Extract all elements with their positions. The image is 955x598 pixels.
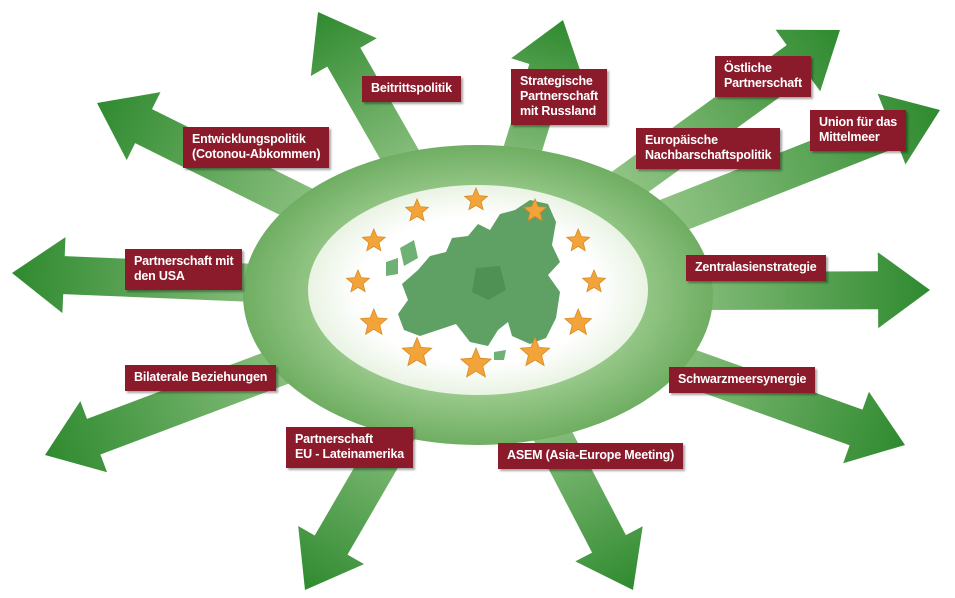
eu-star-circle — [345, 186, 607, 378]
eu-star-icon — [361, 227, 387, 252]
label-zentralasienstrategie: Zentralasienstrategie — [686, 255, 826, 281]
label-beitrittspolitik: Beitrittspolitik — [362, 76, 461, 102]
eu-star-icon — [581, 268, 607, 293]
eu-star-icon — [401, 336, 433, 367]
europe-map-icon — [386, 200, 560, 360]
eu-star-icon — [463, 186, 489, 211]
label-strategische-partnerschaft-russland: Strategische Partnerschaft mit Russland — [511, 69, 607, 125]
label-europaeische-nachbarschaftspolitik: Europäische Nachbarschaftspolitik — [636, 128, 781, 169]
eu-star-icon — [459, 346, 493, 378]
label-partnerschaft-eu-lateinamerika: Partnerschaft EU - Lateinamerika — [286, 427, 413, 468]
label-oestliche-partnerschaft: Östliche Partnerschaft — [715, 56, 811, 97]
eu-star-icon — [519, 336, 551, 367]
eu-star-icon — [345, 268, 371, 293]
label-partnerschaft-usa: Partnerschaft mit den USA — [125, 249, 243, 290]
label-entwicklungspolitik: Entwicklungspolitik (Cotonou-Abkommen) — [183, 127, 330, 168]
eu-star-icon — [565, 227, 591, 252]
label-union-fuer-das-mittelmeer: Union für das Mittelmeer — [810, 110, 906, 151]
eu-star-icon — [522, 197, 548, 222]
label-schwarzmeersynergie: Schwarzmeersynergie — [669, 367, 816, 393]
eu-star-icon — [359, 307, 389, 336]
label-bilaterale-beziehungen: Bilaterale Beziehungen — [125, 365, 277, 391]
eu-star-icon — [563, 307, 593, 336]
label-asem: ASEM (Asia-Europe Meeting) — [498, 443, 684, 469]
eu-star-icon — [404, 197, 430, 222]
